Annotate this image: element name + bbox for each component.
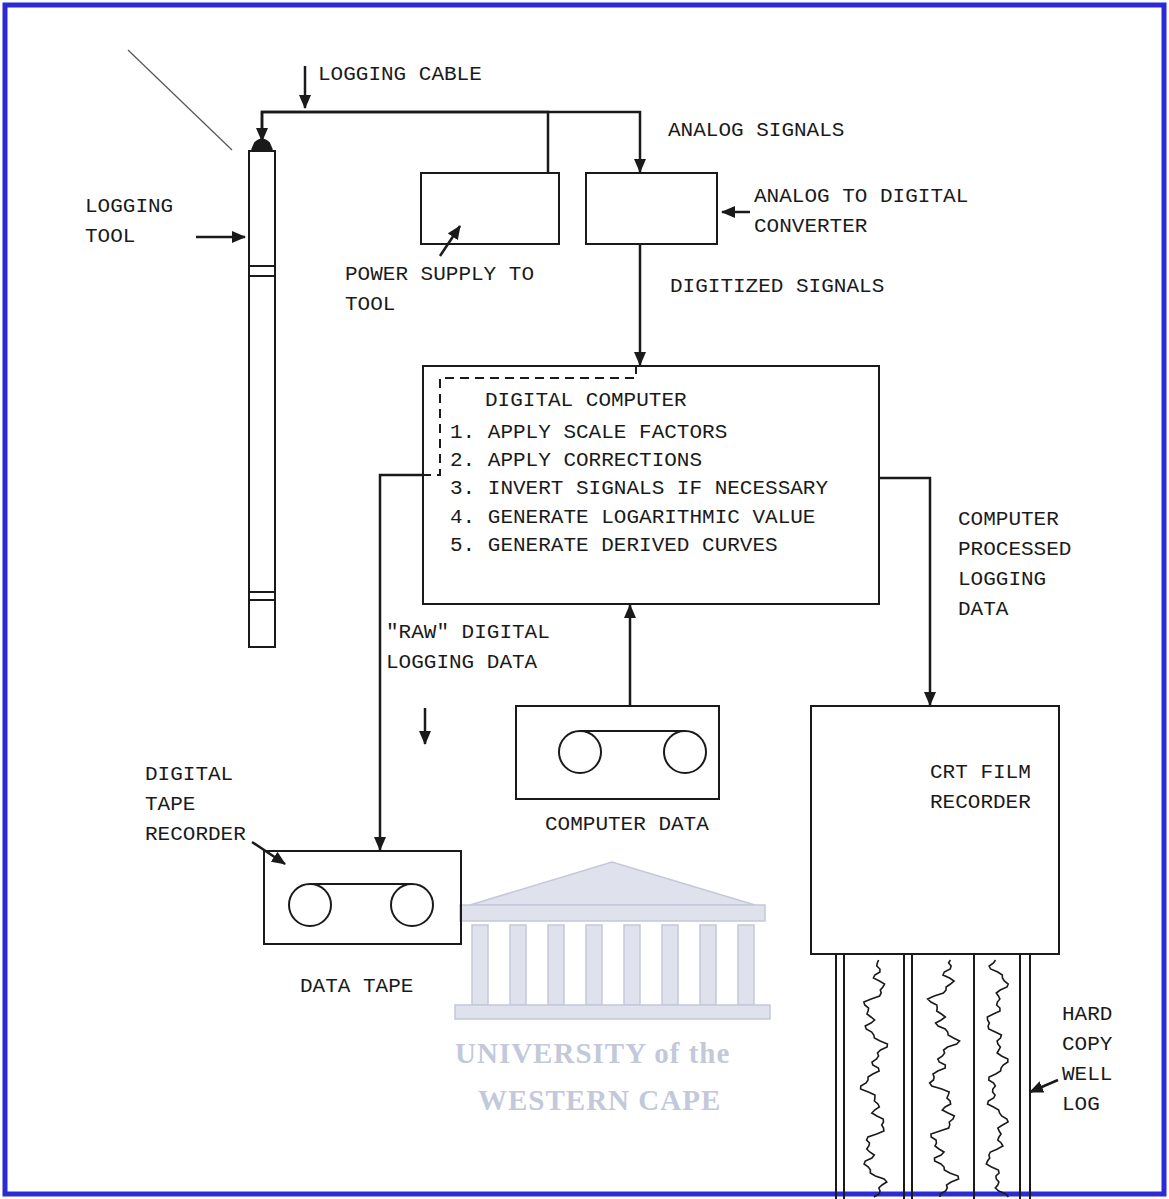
power-supply-box: POWER SUPPLY TO TOOL bbox=[420, 172, 560, 245]
stray-line bbox=[128, 50, 232, 150]
signal-connector bbox=[262, 112, 548, 172]
signal-label: COMPUTER PROCESSED LOGGING DATA bbox=[958, 505, 1083, 625]
computer-box: DIGITAL COMPUTER1. APPLY SCALE FACTORS2.… bbox=[422, 365, 880, 605]
watermark: WESTERN CAPE bbox=[478, 1085, 721, 1115]
log-trace bbox=[986, 960, 1008, 1197]
signal-connector bbox=[880, 478, 930, 705]
log-trace bbox=[928, 960, 960, 1197]
box-text: CRT FILM RECORDER bbox=[930, 758, 1048, 818]
log-trace bbox=[861, 960, 888, 1197]
well-log-strip bbox=[836, 955, 1030, 1199]
box-label: LOGGING TOOL bbox=[85, 192, 185, 252]
box-text: 3. INVERT SIGNALS IF NECESSARY bbox=[450, 474, 828, 504]
box-text: 5. GENERATE DERIVED CURVES bbox=[450, 531, 778, 561]
watermark-building bbox=[455, 862, 770, 1019]
box-label: POWER SUPPLY TO TOOL bbox=[345, 260, 540, 320]
box-label: ANALOG TO DIGITAL CONVERTER bbox=[754, 182, 979, 242]
signal-label: "RAW" DIGITAL LOGGING DATA bbox=[386, 618, 596, 678]
logging-tool-detail bbox=[249, 140, 275, 601]
box-text: 2. APPLY CORRECTIONS bbox=[450, 446, 702, 476]
log-trace bbox=[861, 960, 1009, 1197]
logging-tool: LOGGING TOOL bbox=[248, 150, 276, 648]
watermark: UNIVERSITY of the bbox=[455, 1038, 730, 1068]
signal-label: DIGITIZED SIGNALS bbox=[670, 272, 884, 302]
box-text: 4. GENERATE LOGARITHMIC VALUE bbox=[450, 503, 815, 533]
tape-recorder-box: DIGITAL TAPE RECORDERDATA TAPE bbox=[263, 850, 462, 945]
box-text: DIGITAL COMPUTER bbox=[485, 386, 687, 416]
computer-data-box: COMPUTER DATA bbox=[515, 705, 720, 800]
box-text: 1. APPLY SCALE FACTORS bbox=[450, 418, 727, 448]
pointer-arrow bbox=[196, 66, 1058, 1092]
box-label: COMPUTER DATA bbox=[545, 810, 709, 840]
signal-connector bbox=[262, 112, 640, 172]
converter-box: ANALOG TO DIGITAL CONVERTER bbox=[585, 172, 718, 245]
signal-connector bbox=[639, 245, 642, 365]
signal-label: ANALOG SIGNALS bbox=[668, 116, 844, 146]
box-label: DIGITAL TAPE RECORDER bbox=[145, 760, 255, 850]
signal-connector bbox=[629, 605, 632, 705]
crt-recorder-box: CRT FILM RECORDER bbox=[810, 705, 1060, 955]
callout-label: HARD COPY WELL LOG bbox=[1062, 1000, 1122, 1120]
box-label: DATA TAPE bbox=[300, 972, 413, 1002]
cable-label: LOGGING CABLE bbox=[318, 60, 482, 90]
